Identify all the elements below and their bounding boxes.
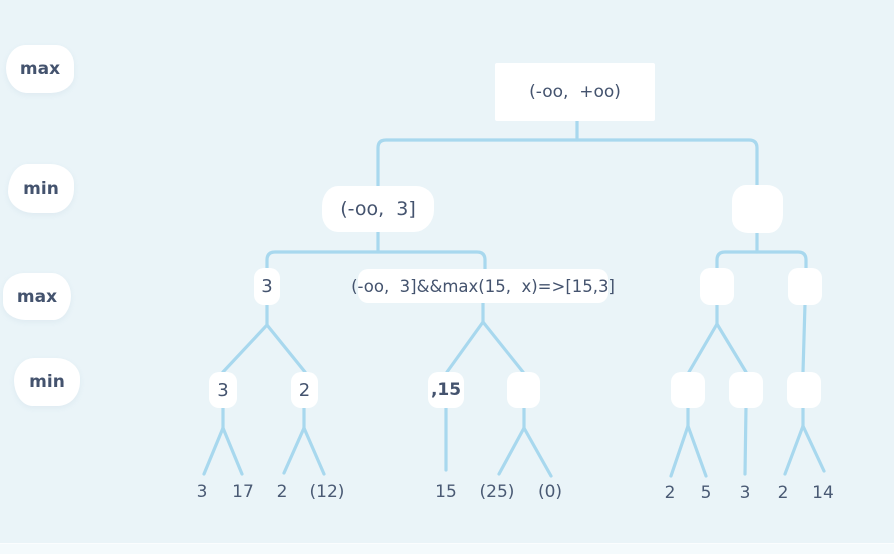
tree-node-min2-1[interactable]: 3 <box>209 372 237 408</box>
node-label: (-oo, +oo) <box>529 82 621 102</box>
tree-node-root[interactable]: (-oo, +oo) <box>495 63 655 121</box>
leaf-value: 14 <box>812 483 834 503</box>
node-label: (-oo, 3] <box>340 198 416 220</box>
node-label: 2 <box>298 379 311 401</box>
leaf-value: (25) <box>479 482 515 502</box>
row-label-min-1: min <box>8 164 74 213</box>
tree-node-max-pruned-expression[interactable]: (-oo, 3]&&max(15, x)=>[15,3] <box>351 269 615 303</box>
node-label: 3 <box>217 379 229 401</box>
node-label: ,15 <box>430 380 462 400</box>
node-label: 3 <box>261 276 273 297</box>
leaf-value: (12) <box>309 482 345 502</box>
tree-node-min2-5[interactable] <box>671 372 705 408</box>
leaf-value: 2 <box>777 483 789 503</box>
leaf-value: 2 <box>276 482 288 502</box>
tree-node-min2-2[interactable]: 2 <box>291 372 318 408</box>
row-label-text: max <box>16 286 58 307</box>
row-label-max-2: max <box>3 273 71 320</box>
bottom-strip <box>0 543 894 554</box>
tree-node-min2-6[interactable] <box>729 372 763 408</box>
leaf-value: 17 <box>232 482 254 502</box>
leaf-value: 3 <box>196 482 208 502</box>
leaf-value: 3 <box>739 483 751 503</box>
leaf-value: 15 <box>435 482 457 502</box>
row-label-text: max <box>19 59 61 79</box>
tree-node-min2-4[interactable] <box>507 372 540 408</box>
leaf-value: (0) <box>537 482 563 502</box>
leaf-value: 2 <box>664 483 676 503</box>
tree-node-min-left[interactable]: (-oo, 3] <box>322 186 434 232</box>
tree-node-max-right-2[interactable] <box>788 268 822 305</box>
tree-node-min2-7[interactable] <box>787 372 821 408</box>
tree-node-min-right[interactable] <box>732 185 783 233</box>
row-label-text: min <box>23 178 59 199</box>
tree-node-max-right-1[interactable] <box>700 268 734 305</box>
row-label-text: min <box>29 372 65 392</box>
leaf-value: 5 <box>700 483 712 503</box>
row-label-max-1: max <box>6 45 74 93</box>
node-label: (-oo, 3]&&max(15, x)=>[15,3] <box>351 276 615 296</box>
row-label-min-2: min <box>14 358 80 406</box>
tree-node-min2-3[interactable]: ,15 <box>428 372 464 408</box>
tree-node-max-3[interactable]: 3 <box>254 268 280 305</box>
